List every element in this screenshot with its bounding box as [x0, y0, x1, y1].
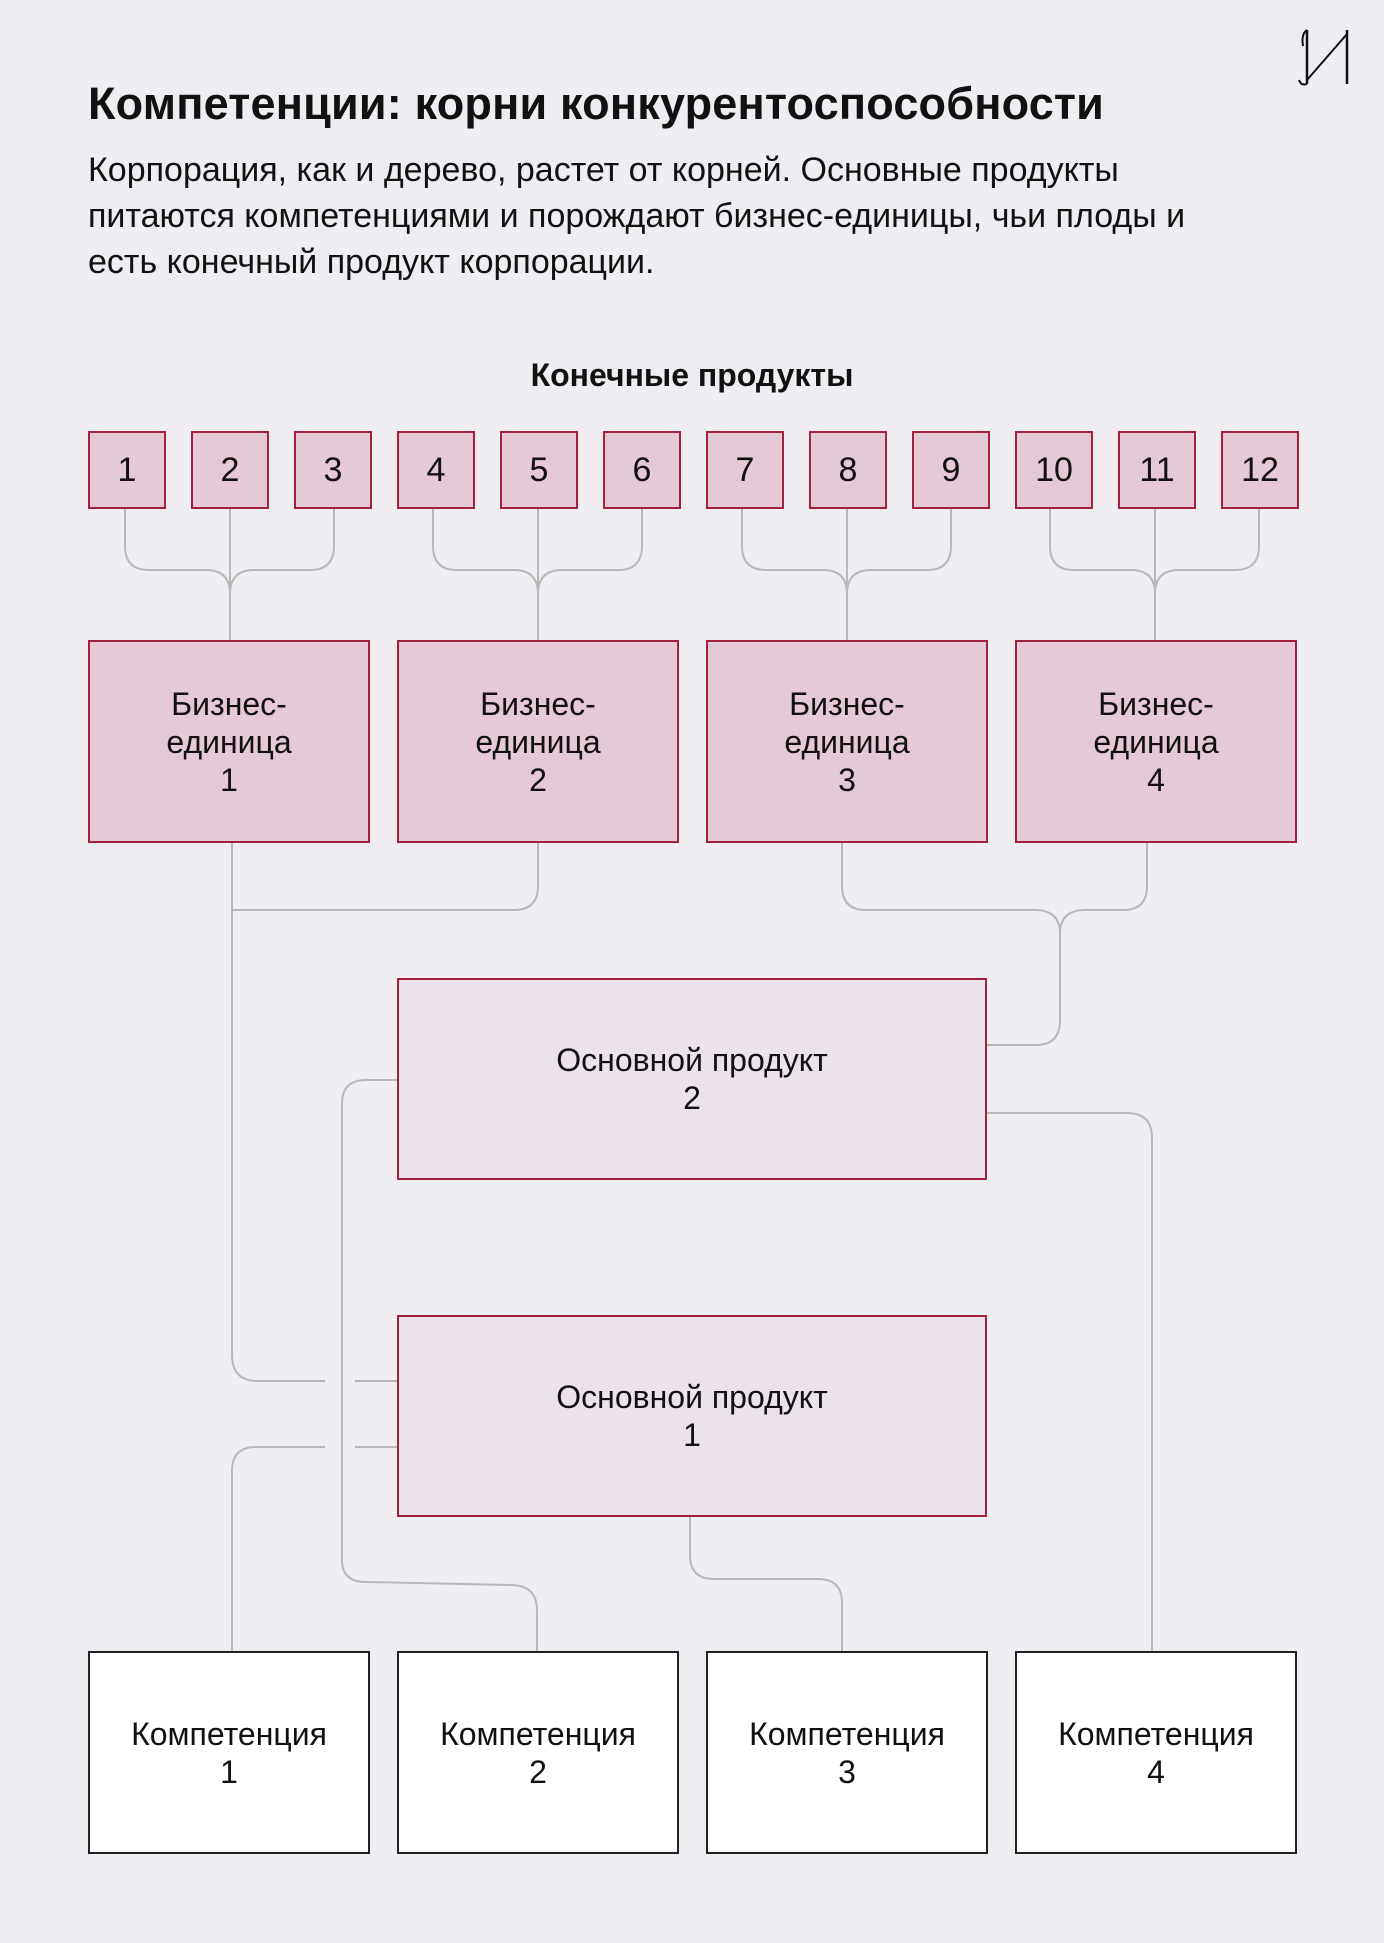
connector	[124, 508, 231, 640]
end-product-box: 5	[500, 431, 578, 509]
end-product-box: 8	[809, 431, 887, 509]
connector	[741, 508, 848, 640]
connector	[341, 1079, 538, 1651]
connector	[841, 843, 1061, 1020]
end-product-box: 11	[1118, 431, 1196, 509]
connector	[229, 508, 335, 595]
end-products-title: Конечные продукты	[530, 357, 854, 393]
connector	[986, 1112, 1153, 1651]
end-product-box: 1	[88, 431, 166, 509]
connector	[986, 1019, 1061, 1046]
page-title: Компетенции: корни конкурентоспособности	[88, 78, 1105, 129]
connector	[1154, 508, 1260, 595]
connector	[432, 508, 539, 640]
end-product-box: 9	[912, 431, 990, 509]
connector	[231, 1446, 325, 1651]
connector	[231, 843, 325, 1382]
connector	[232, 843, 539, 911]
connector	[689, 1516, 843, 1651]
connector	[846, 508, 952, 595]
end-product-box: 2	[191, 431, 269, 509]
connector	[537, 508, 643, 595]
end-product-box: 10	[1015, 431, 1093, 509]
end-product-box: 12	[1221, 431, 1299, 509]
end-product-box: 3	[294, 431, 372, 509]
end-product-box: 7	[706, 431, 784, 509]
logo-icon	[1298, 29, 1349, 86]
page-subtitle: Корпорация, как и дерево, растет от корн…	[88, 151, 1186, 281]
end-product-box: 6	[603, 431, 681, 509]
connector	[1059, 843, 1148, 935]
connector	[1049, 508, 1156, 640]
end-product-box: 4	[397, 431, 475, 509]
